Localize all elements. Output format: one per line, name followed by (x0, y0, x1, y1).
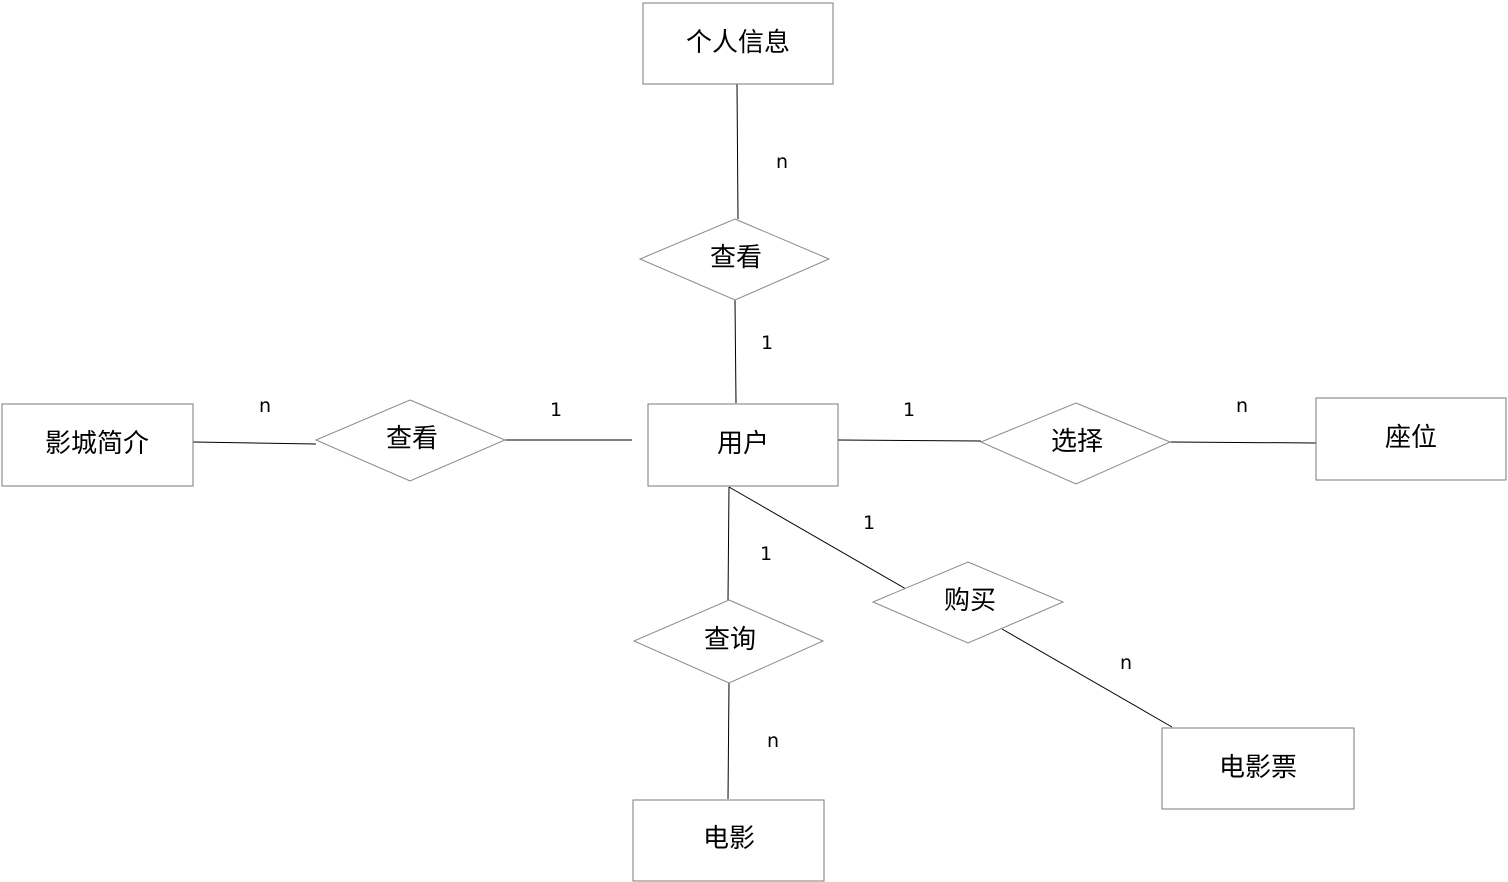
entity-ticket[interactable]: 电影票 (1161, 727, 1355, 810)
connector-user-buy (728, 486, 907, 590)
entity-ticket-label: 电影票 (1219, 753, 1297, 783)
relationship-view-personal-info-label: 查看 (710, 243, 762, 273)
cardinality-movie: n (767, 730, 779, 752)
relationship-buy-ticket[interactable]: 购买 (871, 561, 1065, 644)
connector-select-seat (1169, 441, 1317, 444)
cardinality-user-view-personal: 1 (761, 332, 773, 354)
connector-personal-info-view (736, 83, 739, 220)
entity-seat-label: 座位 (1385, 423, 1437, 453)
cardinality-personal-info: n (776, 151, 788, 173)
connector-user-select (837, 439, 982, 442)
relationship-view-cinema-intro-label: 查看 (386, 424, 438, 454)
entity-movie[interactable]: 电影 (632, 799, 825, 882)
relationship-query-movie-label: 查询 (704, 625, 756, 655)
relationship-view-personal-info[interactable]: 查看 (638, 218, 831, 301)
entity-user[interactable]: 用户 (647, 403, 839, 487)
relationship-query-movie[interactable]: 查询 (632, 599, 825, 684)
connector-query-movie (727, 682, 730, 800)
relationship-buy-ticket-label: 购买 (944, 586, 996, 616)
connector-buy-ticket (1001, 628, 1173, 728)
cardinality-seat: n (1236, 395, 1248, 417)
connector-user-query (727, 486, 730, 601)
cardinality-user-query: 1 (760, 543, 772, 565)
cardinality-labels: n 1 n 1 1 n 1 n 1 n (259, 151, 1248, 752)
connector-view-user-top (734, 299, 737, 404)
cardinality-user-view-cinema: 1 (550, 399, 562, 421)
relationship-view-cinema-intro[interactable]: 查看 (314, 399, 507, 482)
cardinality-user-select: 1 (903, 399, 915, 421)
entity-personal-info-label: 个人信息 (686, 28, 790, 58)
entity-movie-label: 电影 (703, 824, 755, 854)
relationship-select-seat-label: 选择 (1051, 427, 1103, 457)
cardinality-cinema-intro: n (259, 395, 271, 417)
cardinality-user-buy: 1 (863, 512, 875, 534)
connector-cinema-intro-view (192, 441, 317, 445)
entity-seat[interactable]: 座位 (1315, 397, 1507, 481)
cardinality-ticket: n (1120, 652, 1132, 674)
entity-user-label: 用户 (717, 429, 769, 459)
entity-cinema-intro-label: 影城简介 (45, 429, 149, 459)
entity-cinema-intro[interactable]: 影城简介 (1, 403, 194, 487)
entity-personal-info[interactable]: 个人信息 (642, 2, 834, 85)
connectors (192, 83, 1317, 800)
relationship-select-seat[interactable]: 选择 (979, 402, 1172, 485)
